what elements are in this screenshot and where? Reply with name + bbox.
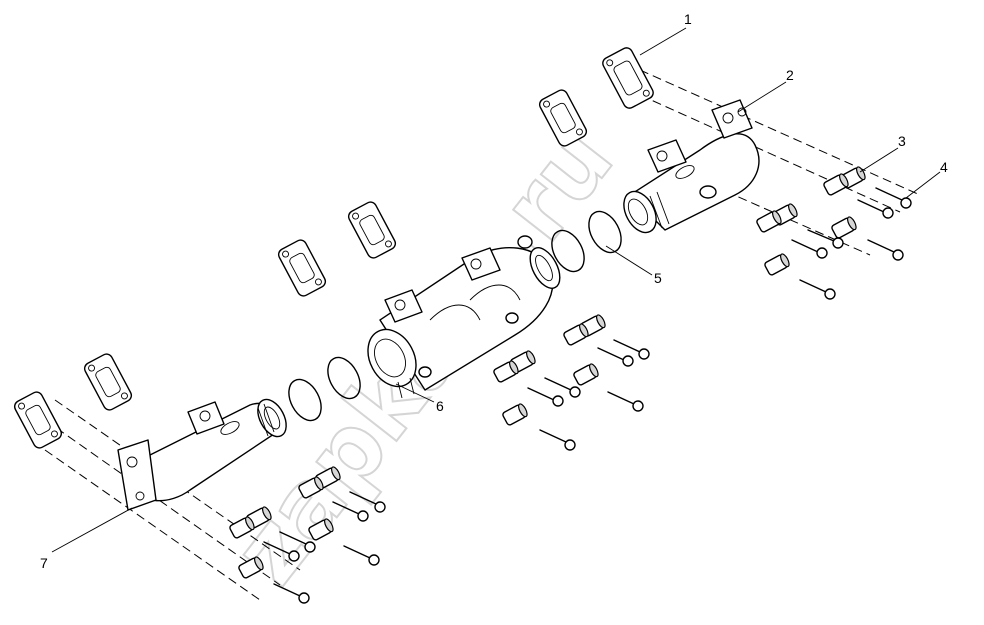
callout-3-label: 3	[898, 133, 906, 149]
gasket-4	[277, 239, 327, 297]
gasket-3	[347, 201, 397, 259]
callout-4: 4	[905, 159, 948, 199]
callout-5-label: 5	[654, 270, 662, 286]
fasteners-center	[493, 314, 650, 451]
callout-6-label: 6	[436, 398, 444, 414]
gasket-2	[538, 89, 588, 147]
callout-3: 3	[859, 133, 906, 173]
callout-1-label: 1	[684, 11, 692, 27]
gasket-5	[83, 353, 133, 411]
fasteners-left	[229, 466, 386, 604]
callout-1: 1	[639, 11, 692, 56]
gasket-top-right	[602, 47, 654, 109]
callout-2: 2	[737, 67, 794, 113]
gasket-bottom-left	[13, 391, 63, 449]
callout-4-label: 4	[940, 159, 948, 175]
alignment-lines-left	[44, 399, 301, 601]
fasteners-right	[756, 166, 912, 300]
callout-6: 6	[395, 383, 444, 414]
manifold-end-right	[623, 99, 760, 234]
seal-rings-center	[288, 356, 361, 422]
callout-5: 5	[605, 245, 662, 286]
callout-2-label: 2	[786, 67, 794, 83]
callout-7-label: 7	[40, 555, 48, 571]
manifold-center	[367, 235, 561, 399]
manifold-end-left	[117, 398, 287, 511]
callout-7: 7	[40, 507, 133, 571]
